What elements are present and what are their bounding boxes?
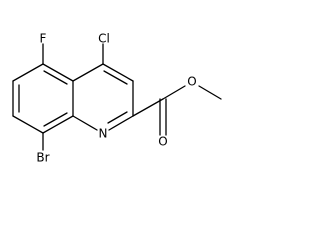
bond-c2-n1-inner	[107, 111, 128, 124]
atom-label-nitrogen: N	[99, 127, 108, 141]
atom-label-bromine: Br	[36, 151, 49, 165]
bond-c5-c6	[12, 63, 44, 82]
atom-label-fluorine: F	[40, 32, 47, 46]
bond-n1-c8a	[72, 115, 98, 131]
bond-c4-c3	[102, 63, 134, 82]
bond-c8-c8a	[42, 115, 74, 134]
molecule-structure: F Cl Br N O O	[12, 32, 222, 165]
bond-c8-c8a-inner	[43, 112, 68, 127]
bond-c7-c8	[12, 115, 44, 134]
bond-c4a-c4	[72, 63, 104, 82]
atom-label-carbonyl-oxygen: O	[158, 135, 167, 149]
bond-c4-c3-inner	[103, 70, 128, 85]
bond-c2-n1	[108, 115, 134, 131]
bond-c2-carbonyl	[132, 98, 164, 117]
bond-c4a-c5	[42, 63, 74, 82]
bond-c4a-c5-inner	[43, 70, 68, 85]
bond-o-methyl	[198, 85, 222, 100]
atom-label-ester-oxygen: O	[187, 75, 196, 89]
atom-label-chlorine: Cl	[98, 32, 110, 46]
bond-carbonyl-o-ester	[162, 85, 186, 100]
